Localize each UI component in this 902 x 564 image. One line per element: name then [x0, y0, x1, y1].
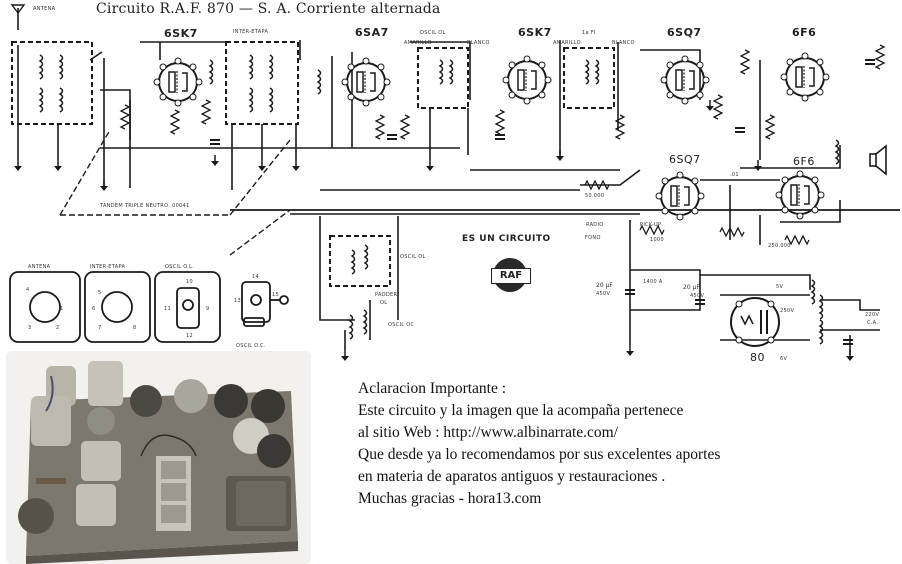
pin-label: 1	[60, 306, 64, 312]
tube-label-6f6-2: 6F6	[793, 155, 815, 168]
mains-voltage-label: 220V	[865, 312, 880, 318]
panel-osc-oc-title: OSCIL O.C.	[236, 343, 266, 349]
note-line: Que desde ya lo recomendamos por sus exc…	[358, 446, 721, 463]
blanco-2-label: BLANCO	[612, 40, 635, 46]
pin-label: 5	[98, 290, 102, 296]
logo-caption: ES UN CIRCUITO	[462, 234, 551, 244]
note-line-thanks: Muchas gracias - hora13.com	[358, 490, 542, 507]
inter-etapa-label: INTER-ETAPA	[233, 29, 269, 35]
pin-label: 6	[92, 306, 96, 312]
schematic-title: Circuito R.A.F. 870 — S. A. Corriente al…	[96, 1, 441, 17]
pin-label: 15	[272, 292, 279, 298]
pin-label: 14	[252, 274, 259, 280]
tube-label-6sa7: 6SA7	[355, 26, 389, 39]
blanco-1-label: BLANCO	[467, 40, 490, 46]
panel-osc-ol-title: OSCIL O.L.	[165, 264, 195, 270]
raf-logo: RAF	[491, 258, 531, 292]
filter-cap-1-label: 20 µF	[596, 282, 613, 289]
padder-ol-label: OL	[380, 300, 388, 306]
tube-label-80: 80	[750, 351, 765, 364]
pin-label: 13	[234, 298, 241, 304]
antenna-label: ANTENA	[33, 6, 56, 12]
osc-ol-top-label: OSCIL OL	[420, 30, 446, 36]
pin-label: 7	[98, 325, 102, 331]
attribution-note: Aclaracion Importante : Este circuito y …	[358, 378, 720, 510]
note-line-source-url: al sitio Web : http://www.albinarrate.co…	[358, 424, 619, 441]
pin-label: 8	[133, 325, 137, 331]
padder-label: PADDER	[375, 292, 398, 298]
filter-cap-2-label: 20 µF	[683, 284, 700, 291]
tube-label-6sk7-1: 6SK7	[164, 27, 198, 40]
coupling-cap-label: .01	[730, 172, 739, 178]
note-line: Este circuito y la imagen que la acompañ…	[358, 402, 684, 419]
fono-label: FONO	[585, 235, 601, 241]
osc-oc-label: OSCIL OC	[388, 322, 415, 328]
pin-label: 10	[186, 279, 193, 285]
pin-label: 11	[164, 306, 171, 312]
choke-label: 1400 A	[643, 279, 663, 285]
tube-label-6sq7-2: 6SQ7	[669, 153, 701, 166]
winding-250v-label: 250V	[780, 308, 795, 314]
pin-label: 12	[186, 333, 193, 339]
amarillo-1-label: AMARILLO	[404, 40, 432, 46]
tandem-label: TANDEM TRIPLE NEUTRO .00041	[100, 203, 190, 209]
resistor-1000-label: 1000	[650, 237, 664, 243]
pin-label: 4	[26, 287, 30, 293]
pin-label: 2	[56, 325, 60, 331]
osc-ol-mid-label: OSCIL OL	[400, 254, 426, 260]
filter-cap-1-voltage: 450V	[596, 291, 611, 297]
winding-6v-label: 6V	[780, 356, 788, 362]
panel-antena-title: ANTENA	[28, 264, 51, 270]
mains-ca-label: C.A.	[867, 320, 879, 326]
radio-label: RADIO	[586, 222, 604, 228]
pickup-label: PICK-UP	[640, 222, 662, 228]
raf-logo-text: RAF	[491, 268, 531, 284]
tube-label-6f6-1: 6F6	[792, 26, 817, 39]
resistor-50000-label: 50.000	[585, 193, 605, 199]
pin-label: 3	[28, 325, 32, 331]
chassis-photo	[6, 351, 311, 564]
note-line: en materia de aparatos antiguos y restau…	[358, 468, 666, 485]
pin-label: 9	[206, 306, 210, 312]
filter-cap-2-voltage: 450V	[690, 293, 705, 299]
amarillo-2-label: AMARILLO	[553, 40, 581, 46]
tube-v1-symbol	[153, 57, 203, 107]
tube-label-6sq7-1: 6SQ7	[667, 26, 702, 39]
tube-label-6sk7-2: 6SK7	[518, 26, 552, 39]
resistor-250000-label: 250.000	[768, 243, 791, 249]
note-line-heading: Aclaracion Importante :	[358, 380, 507, 397]
winding-5v-label: 5V	[776, 284, 784, 290]
fi-label: 1a FI	[582, 30, 596, 36]
panel-inter-etapa-title: INTER-ETAPA	[90, 264, 126, 270]
